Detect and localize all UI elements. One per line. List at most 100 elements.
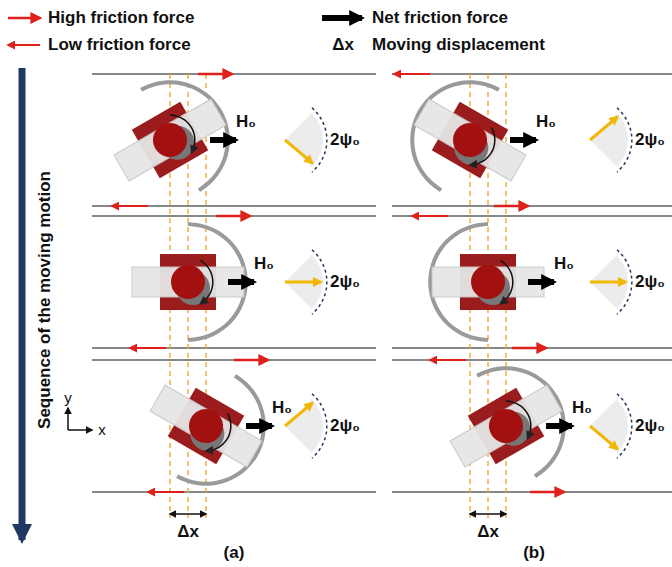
force-label: H₀ (236, 113, 256, 132)
high-friction-arrow (530, 491, 564, 494)
dimension-line (170, 513, 206, 514)
angle-label: 2ψ₀ (635, 131, 665, 150)
high-friction-arrow (216, 215, 250, 218)
heading-arrow (590, 281, 626, 284)
rotation-arrow (501, 260, 513, 303)
pipe-wall (392, 215, 672, 216)
motor (183, 403, 229, 449)
body-bar (450, 385, 562, 467)
swing-arc (617, 394, 632, 458)
fan-sector (285, 113, 323, 167)
high-friction-arrow (198, 73, 232, 76)
rotation-arrow (206, 413, 238, 457)
motor (471, 265, 505, 299)
pipe-wall (92, 347, 376, 348)
heading-arrow (590, 426, 618, 449)
net-friction-arrow (210, 137, 236, 143)
angle-label: 2ψ₀ (330, 131, 360, 150)
high-friction-sample (8, 17, 40, 20)
pipe-wall (392, 491, 672, 492)
high-friction-arrow (234, 359, 268, 362)
force-label: H₀ (254, 255, 274, 274)
legend-text: High friction force (48, 9, 194, 28)
angle-label: 2ψ₀ (330, 417, 360, 436)
heading-arrow (285, 140, 313, 163)
angle-label: 2ψ₀ (330, 273, 360, 292)
net-friction-arrow (246, 423, 272, 429)
panel-column (391, 61, 672, 518)
robot (429, 347, 586, 504)
low-friction-arrow (148, 491, 184, 493)
force-label: H₀ (572, 399, 592, 418)
body-bar (150, 385, 262, 467)
angle-fan (285, 250, 327, 314)
robot (129, 348, 286, 505)
robot (93, 61, 250, 218)
y-axis (67, 408, 69, 430)
low-friction-arrow (112, 205, 148, 207)
panel-label: (b) (523, 544, 545, 563)
rotation-arrow (470, 127, 502, 171)
legend-text: Low friction force (48, 36, 191, 55)
axis-label: y (64, 390, 72, 407)
net-friction-arrow (528, 279, 554, 285)
body-bar (414, 99, 526, 181)
net-friction-arrow (546, 423, 572, 429)
high-friction-arrow (512, 347, 546, 350)
force-label: H₀ (272, 399, 292, 418)
low-friction-sample (8, 44, 40, 46)
pipe-wall (92, 215, 376, 216)
force-label: H₀ (554, 255, 574, 274)
sequence-label: Sequence of the moving motion (36, 171, 55, 429)
pipe-wall (392, 73, 672, 74)
legend-symbol: Δx (332, 36, 354, 55)
heading-arrow (590, 117, 618, 140)
body-bar (114, 99, 226, 181)
fan-sector (590, 113, 628, 167)
heading-arrow (285, 281, 321, 284)
angle-label: 2ψ₀ (635, 273, 665, 292)
angle-label: 2ψ₀ (635, 417, 665, 436)
legend-text: Moving displacement (372, 36, 545, 55)
rotation-arrow (170, 109, 202, 153)
net-friction-arrow (228, 279, 254, 285)
low-friction-arrow (412, 215, 448, 217)
dimension-line (170, 513, 206, 514)
pipe-wall (92, 491, 376, 492)
panel-label: (a) (224, 544, 245, 563)
fan-sector (590, 255, 628, 309)
motor (171, 265, 205, 299)
pipe-wall (92, 359, 376, 360)
net-friction-sample (322, 15, 362, 21)
net-friction-arrow (510, 137, 536, 143)
legend-text: Net friction force (372, 9, 508, 28)
low-friction-arrow (394, 73, 430, 75)
fan-sector (285, 255, 323, 309)
pipe-wall (392, 205, 672, 206)
force-label: H₀ (536, 113, 556, 132)
dimension-line (470, 513, 506, 514)
pipe-wall (392, 347, 672, 348)
motor (447, 117, 493, 163)
displacement-label: Δx (477, 523, 499, 542)
low-friction-arrow (130, 347, 166, 349)
panel-column (92, 61, 376, 518)
swing-arc (312, 394, 327, 458)
motor (147, 117, 193, 163)
motor (483, 403, 529, 449)
pipe-wall (92, 73, 376, 74)
pipe-wall (392, 359, 672, 360)
angle-fan (590, 108, 632, 172)
swing-arc (312, 108, 327, 172)
rotation-arrow (201, 260, 213, 303)
angle-fan (590, 250, 632, 314)
sequence-arrow (19, 68, 26, 540)
swing-arc (617, 108, 632, 172)
dimension-line (470, 513, 506, 514)
displacement-label: Δx (177, 523, 199, 542)
low-friction-arrow (430, 359, 466, 361)
robot (391, 61, 548, 218)
fan-sector (590, 399, 628, 453)
rotation-arrow (506, 395, 538, 439)
x-axis (68, 429, 92, 431)
